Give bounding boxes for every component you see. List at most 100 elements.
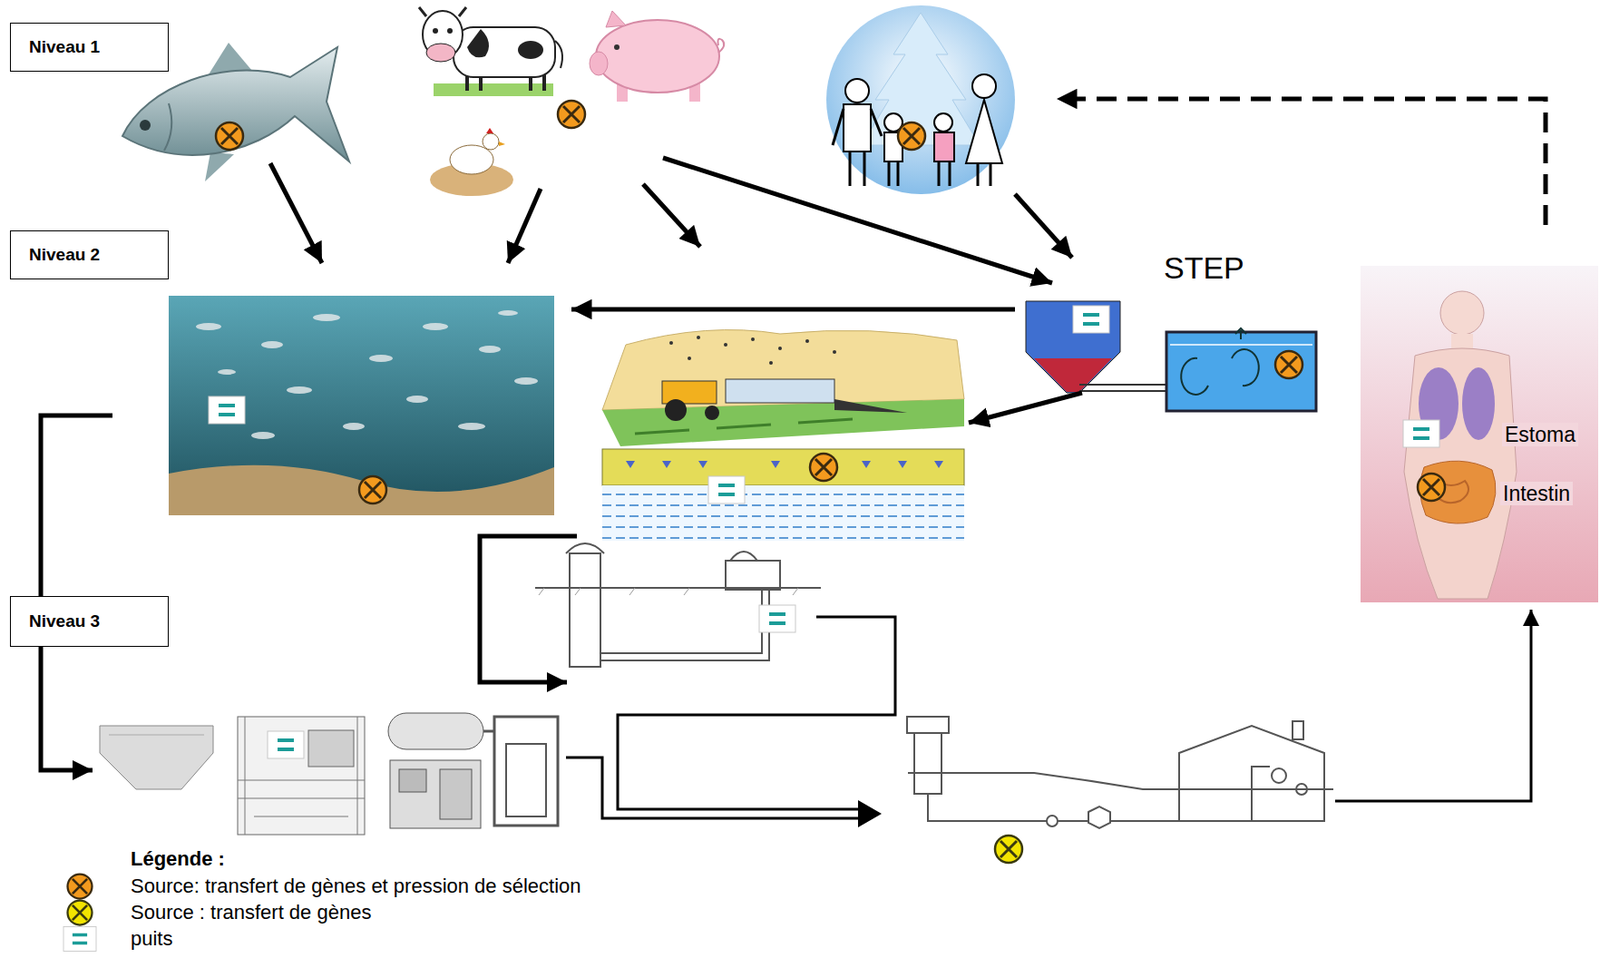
cow-illustration-part — [453, 27, 556, 78]
river-illustration-part — [168, 465, 555, 516]
family-illustration-part — [934, 113, 953, 132]
well-illustration-part — [600, 589, 770, 661]
water-treatment-illustration-part — [267, 731, 304, 759]
treatment-plant-illustration-part — [1025, 301, 1121, 393]
field-illustration-part — [669, 335, 837, 365]
distribution-illustration-part — [907, 772, 1334, 790]
cow-illustration-part — [432, 28, 439, 34]
field-illustration-part — [770, 460, 781, 469]
supply-arrow — [565, 609, 1532, 828]
flow-arrow-part — [1056, 98, 1546, 225]
field-illustration-part — [934, 460, 944, 469]
field-illustration-part — [832, 350, 837, 354]
field-illustration-part — [769, 360, 773, 365]
river-illustration-part — [195, 322, 222, 331]
field-illustration-part — [723, 342, 728, 347]
chicken-illustration-part — [482, 133, 499, 150]
field-illustration-part — [602, 448, 965, 486]
human-body-illustration — [1360, 265, 1599, 603]
field-illustration-part — [834, 399, 908, 413]
treatment-plant-illustration-part — [1073, 305, 1110, 333]
fish-illustration-part — [164, 103, 172, 151]
family-illustration-part — [938, 161, 950, 186]
fish-illustration-part — [215, 122, 244, 150]
family-illustration-part — [897, 122, 926, 150]
cow-illustration-part — [447, 28, 453, 34]
water-treatment-illustration-part — [483, 730, 495, 733]
cow-illustration-part — [467, 29, 489, 58]
family-illustration-part — [934, 132, 955, 162]
field-illustration-part — [634, 419, 853, 434]
treatment-plant-illustration-part — [1166, 331, 1317, 411]
river-illustration-part — [208, 396, 245, 424]
river-illustration-part — [406, 395, 429, 403]
pig-illustration — [589, 10, 724, 102]
legend-symbol — [63, 874, 97, 952]
chicken-illustration-part — [449, 145, 494, 175]
label-holder: Estoma — [1502, 422, 1579, 447]
river-illustration-part — [342, 422, 365, 430]
field-illustration — [602, 330, 965, 541]
level-label: Niveau 2 — [29, 244, 100, 266]
water-treatment-illustration-part — [399, 769, 427, 792]
chicken-illustration — [429, 127, 514, 196]
distribution-illustration-part — [1088, 806, 1111, 829]
fish-illustration-part — [139, 119, 151, 131]
treatment-plant-illustration-part — [1170, 343, 1313, 346]
field-illustration-part — [625, 460, 635, 469]
field-illustration-part — [725, 379, 835, 403]
water-treatment-illustration-part — [108, 734, 205, 736]
water-treatment-illustration-part — [308, 730, 354, 767]
cow-illustration-part — [433, 83, 554, 97]
river-illustration-part — [261, 341, 283, 349]
well-illustration-part — [725, 560, 781, 590]
distribution-illustration-part — [1046, 815, 1058, 827]
legend-heading: Légende : — [130, 847, 225, 870]
label-holder: Intestin — [1500, 481, 1573, 506]
cow-illustration — [419, 7, 586, 128]
human-body-illustration-part — [1440, 291, 1484, 335]
level-box: Niveau 2 — [9, 230, 169, 280]
family-illustration-part — [845, 78, 869, 103]
distribution-illustration-part — [1296, 783, 1308, 795]
river-illustration-part — [369, 354, 393, 362]
legend-text: puits — [130, 926, 173, 950]
river-illustration-part — [422, 322, 449, 331]
cow-illustration-part — [517, 40, 544, 59]
field-illustration-part — [602, 330, 965, 410]
cow-illustration-part — [555, 40, 563, 69]
well-illustration — [535, 543, 821, 667]
distribution-illustration-part — [995, 835, 1023, 863]
water-treatment-illustration — [99, 712, 558, 835]
water-treatment-illustration-part — [506, 743, 547, 817]
level-label: Niveau 3 — [29, 611, 100, 633]
supply-arrow-part — [617, 616, 896, 810]
family-illustration-part — [972, 74, 996, 98]
distribution-illustration-part — [1251, 766, 1270, 790]
field-illustration-part — [602, 399, 965, 447]
well-illustration-part — [730, 551, 758, 561]
cow-illustration-part — [426, 43, 456, 62]
level-box: Niveau 3 — [9, 595, 169, 647]
treatment-plant-illustration-part — [1235, 328, 1247, 340]
flow-arrow-part — [40, 415, 113, 771]
field-illustration-part — [602, 494, 965, 538]
pig-illustration-part — [595, 19, 720, 93]
field-illustration-part — [778, 346, 782, 351]
water-treatment-illustration-part — [388, 712, 484, 750]
supply-arrow-part — [565, 757, 860, 819]
level-label: Niveau 1 — [29, 37, 100, 59]
field-illustration-part — [704, 405, 720, 420]
flow-arrow-part — [479, 536, 577, 683]
well-illustration-part — [535, 586, 821, 589]
legend-row: Source : transfert de gènes — [130, 900, 371, 924]
field-illustration-part — [602, 485, 965, 541]
field-illustration-part — [751, 337, 755, 342]
field-illustration-part — [687, 356, 692, 361]
legend-symbol-part — [68, 900, 93, 926]
flow-arrow-part — [571, 307, 1015, 313]
organ-label: Estoma — [1502, 422, 1579, 447]
river-illustration-part — [497, 310, 518, 316]
family-illustration-part — [888, 161, 898, 186]
field-illustration-part — [805, 339, 810, 343]
